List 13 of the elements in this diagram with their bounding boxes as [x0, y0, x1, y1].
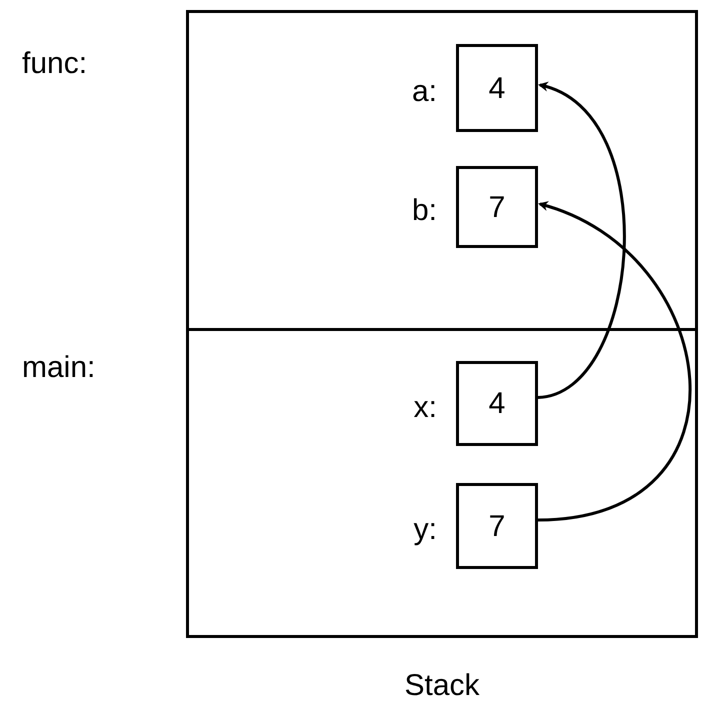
frame-label: func: [22, 46, 88, 82]
variable-name: x: [414, 390, 437, 426]
variable-name: b: [412, 193, 437, 229]
frame-label: main: [22, 350, 96, 386]
variable-value: 7 [488, 190, 506, 226]
arrow [538, 202, 692, 522]
variable-value: 7 [488, 508, 506, 544]
variable-name: y: [414, 512, 437, 548]
variable-value: 4 [488, 386, 506, 422]
variable-value: 4 [488, 70, 506, 106]
stack-title: Stack [403, 668, 481, 704]
variable-name: a: [412, 74, 437, 110]
arrow [538, 83, 626, 399]
